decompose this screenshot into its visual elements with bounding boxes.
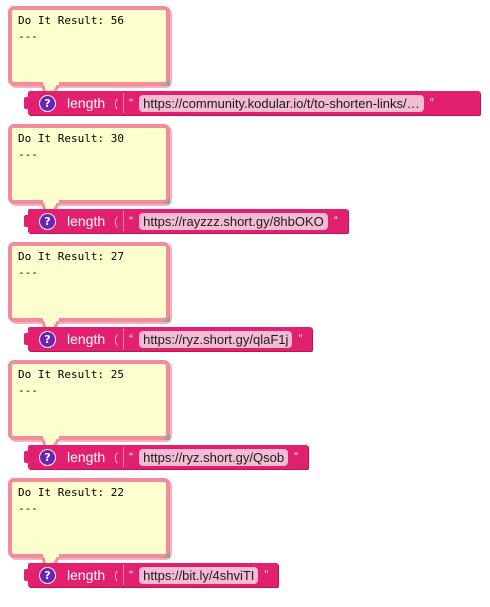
text-string-block[interactable]: “ https://rayzzz.short.gy/8hbOKO ” xyxy=(123,211,344,231)
open-quote-glyph: “ xyxy=(129,214,134,228)
block-unit: Do It Result: 56 --- ? length ( “ https:… xyxy=(0,0,490,118)
open-paren-glyph: ( xyxy=(114,568,119,582)
open-quote-glyph: “ xyxy=(129,96,134,110)
help-icon[interactable]: ? xyxy=(39,94,56,112)
do-it-result-text: Do It Result: 22 --- xyxy=(18,486,124,515)
do-it-result-comment[interactable]: Do It Result: 22 --- xyxy=(8,478,170,558)
do-it-result-text: Do It Result: 56 --- xyxy=(18,14,124,43)
open-quote-glyph: “ xyxy=(129,450,134,464)
do-it-result-comment[interactable]: Do It Result: 56 --- xyxy=(8,6,170,86)
string-value-field[interactable]: https://bit.ly/4shviTI xyxy=(139,566,259,584)
text-string-block[interactable]: “ https://community.kodular.io/t/to-shor… xyxy=(123,93,440,113)
open-paren-glyph: ( xyxy=(114,332,119,346)
resize-grip-icon[interactable] xyxy=(163,79,170,86)
do-it-result-text: Do It Result: 27 --- xyxy=(18,250,124,279)
string-value-field[interactable]: https://ryz.short.gy/Qsob xyxy=(139,448,289,466)
string-value-field[interactable]: https://rayzzz.short.gy/8hbOKO xyxy=(139,212,328,230)
block-label: length xyxy=(67,213,106,229)
block-label: length xyxy=(67,449,106,465)
resize-grip-icon[interactable] xyxy=(163,197,170,204)
help-icon[interactable]: ? xyxy=(39,330,56,348)
open-paren-glyph: ( xyxy=(114,450,119,464)
resize-grip-icon[interactable] xyxy=(163,433,170,440)
close-quote-glyph: ” xyxy=(333,214,338,228)
resize-grip-icon[interactable] xyxy=(163,551,170,558)
do-it-result-comment[interactable]: Do It Result: 25 --- xyxy=(8,360,170,440)
block-unit: Do It Result: 25 --- ? length ( “ https:… xyxy=(0,354,490,472)
do-it-result-text: Do It Result: 30 --- xyxy=(18,132,124,161)
text-string-block[interactable]: “ https://ryz.short.gy/Qsob ” xyxy=(123,447,305,467)
length-block[interactable]: ? length ( “ https://rayzzz.short.gy/8hb… xyxy=(24,209,348,233)
length-block[interactable]: ? length ( “ https://ryz.short.gy/qlaF1j… xyxy=(23,327,313,351)
do-it-result-comment[interactable]: Do It Result: 30 --- xyxy=(8,124,170,204)
length-block[interactable]: ? length ( “ https://community.kodular.i… xyxy=(24,91,480,115)
block-unit: Do It Result: 27 --- ? length ( “ https:… xyxy=(0,236,490,354)
open-quote-glyph: “ xyxy=(129,332,134,346)
help-icon[interactable]: ? xyxy=(39,448,56,466)
string-value-field[interactable]: https://community.kodular.io/t/to-shorte… xyxy=(139,94,424,112)
close-quote-glyph: ” xyxy=(264,568,269,582)
block-label: length xyxy=(67,331,106,347)
string-value-field[interactable]: https://ryz.short.gy/qlaF1j xyxy=(139,330,293,348)
close-quote-glyph: ” xyxy=(298,332,303,346)
close-quote-glyph: ” xyxy=(429,96,434,110)
open-paren-glyph: ( xyxy=(114,96,119,110)
length-block[interactable]: ? length ( “ https://bit.ly/4shviTI ” xyxy=(23,563,279,587)
resize-grip-icon[interactable] xyxy=(163,315,170,322)
block-label: length xyxy=(67,567,106,583)
help-icon[interactable]: ? xyxy=(39,566,56,584)
length-block[interactable]: ? length ( “ https://ryz.short.gy/Qsob ” xyxy=(23,445,309,469)
help-icon[interactable]: ? xyxy=(39,212,56,230)
block-unit: Do It Result: 30 --- ? length ( “ https:… xyxy=(0,118,490,236)
text-string-block[interactable]: “ https://ryz.short.gy/qlaF1j ” xyxy=(123,329,309,349)
block-unit: Do It Result: 22 --- ? length ( “ https:… xyxy=(0,472,490,590)
text-string-block[interactable]: “ https://bit.ly/4shviTI ” xyxy=(123,565,275,585)
do-it-result-comment[interactable]: Do It Result: 27 --- xyxy=(8,242,170,322)
open-paren-glyph: ( xyxy=(114,214,119,228)
do-it-result-text: Do It Result: 25 --- xyxy=(18,368,124,397)
block-label: length xyxy=(67,95,106,111)
open-quote-glyph: “ xyxy=(129,568,134,582)
close-quote-glyph: ” xyxy=(294,450,299,464)
